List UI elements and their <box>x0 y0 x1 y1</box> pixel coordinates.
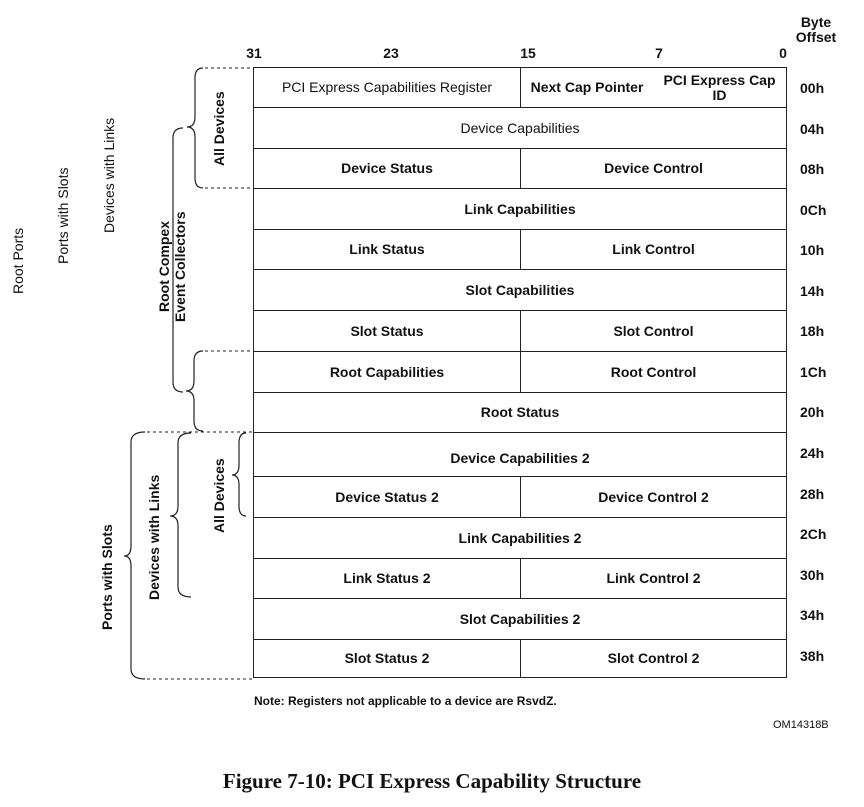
offset-38h: 38h <box>800 648 825 664</box>
register-row-08h: Device Status Device Control <box>254 149 786 189</box>
figure-id: OM14318B <box>773 719 829 731</box>
link-control-cell: Link Control <box>520 230 786 269</box>
device-status-cell: Device Status <box>341 160 433 176</box>
brace-devices-with-links <box>169 432 192 598</box>
root-capabilities-cell: Root Capabilities <box>329 363 445 380</box>
link-control-2-cell: Link Control 2 <box>520 559 786 598</box>
device-status-2-cell: Device Status 2 <box>335 488 439 505</box>
device-capabilities-2-cell: Device Capabilities 2 <box>450 450 590 466</box>
link-capabilities-2-cell: Link Capabilities 2 <box>458 529 582 546</box>
root-control-cell: Root Control <box>520 352 786 392</box>
register-row-10h: Link Status Link Control <box>254 230 786 270</box>
brace-ports-with-slots <box>123 431 146 680</box>
root-status-cell: Root Status <box>480 404 560 420</box>
slot-capabilities-2-cell: Slot Capabilities 2 <box>459 610 581 627</box>
offset-1ch: 1Ch <box>800 364 827 380</box>
offset-2ch: 2Ch <box>800 526 827 542</box>
figure-caption: Figure 7-10: PCI Express Capability Stru… <box>222 769 642 793</box>
device-capabilities-cell: Device Capabilities <box>460 119 580 136</box>
link-status-cell: Link Status <box>349 241 425 257</box>
note-text: Note: Registers not applicable to a devi… <box>254 694 557 708</box>
label-devices-with-links-2: Devices with Links <box>146 474 162 600</box>
register-table: PCI Express Capabilities Register Next C… <box>253 67 787 678</box>
bit-label-23: 23 <box>383 45 399 61</box>
bit-label-7: 7 <box>655 45 663 61</box>
pcie-cap-id-cell: PCI Express Cap ID <box>663 71 776 103</box>
bit-label-15: 15 <box>520 45 536 61</box>
register-row-30h: Link Status 2 Link Control 2 <box>254 559 786 599</box>
label-rcec-line1: Root Compex <box>156 221 172 312</box>
register-row-1ch: Root Capabilities Root Control <box>254 352 786 393</box>
register-row-0ch: Link Capabilities <box>254 189 786 230</box>
pcie-capabilities-register-cell: PCI Express Capabilities Register <box>281 79 493 95</box>
next-cap-pointer-cell: Next Cap Pointer <box>520 68 653 107</box>
link-capabilities-cell: Link Capabilities <box>464 200 576 217</box>
label-all-devices: All Devices <box>211 91 227 166</box>
label-ports-with-slots-2: Ports with Slots <box>99 524 115 630</box>
offset-34h: 34h <box>800 607 825 623</box>
label-devices-with-links: Devices with Links <box>101 117 117 233</box>
byte-offset-header-line2: Offset <box>795 29 837 45</box>
label-rcec-line2: Event Collectors <box>172 211 188 322</box>
slot-control-cell: Slot Control <box>520 311 786 351</box>
offset-30h: 30h <box>800 567 825 583</box>
offset-08h: 08h <box>800 161 825 177</box>
register-row-28h: Device Status 2 Device Control 2 <box>254 477 786 518</box>
slot-status-cell: Slot Status <box>350 322 424 339</box>
offset-18h: 18h <box>800 323 825 339</box>
brace-root-ports <box>185 350 204 432</box>
register-row-2ch: Link Capabilities 2 <box>254 518 786 559</box>
brace-all-devices-2 <box>231 432 247 517</box>
slot-control-2-cell: Slot Control 2 <box>520 640 786 677</box>
brace-rcec <box>172 127 184 393</box>
register-row-14h: Slot Capabilities <box>254 270 786 311</box>
register-row-18h: Slot Status Slot Control <box>254 311 786 352</box>
offset-28h: 28h <box>800 486 825 502</box>
offset-00h: 00h <box>800 80 825 96</box>
byte-offset-header-line1: Byte <box>800 14 832 30</box>
bit-label-0: 0 <box>779 45 787 61</box>
offset-24h: 24h <box>800 445 825 461</box>
offset-04h: 04h <box>800 121 825 137</box>
label-root-ports: Root Ports <box>10 227 26 294</box>
bit-label-31: 31 <box>246 45 262 61</box>
register-row-20h: Root Status <box>254 393 786 433</box>
offset-14h: 14h <box>800 283 825 299</box>
register-row-34h: Slot Capabilities 2 <box>254 599 786 640</box>
label-all-devices-2: All Devices <box>211 458 227 533</box>
offset-10h: 10h <box>800 242 825 258</box>
register-row-24h: Device Capabilities 2 <box>254 433 786 477</box>
device-control-2-cell: Device Control 2 <box>520 477 786 517</box>
label-ports-with-slots: Ports with Slots <box>55 167 71 264</box>
brace-all-devices <box>186 67 204 189</box>
device-control-cell: Device Control <box>520 149 786 188</box>
slot-capabilities-cell: Slot Capabilities <box>465 281 575 298</box>
offset-0ch: 0Ch <box>800 202 827 218</box>
byte-offset-header: Byte Offset <box>794 15 838 45</box>
register-row-38h: Slot Status 2 Slot Control 2 <box>254 640 786 677</box>
register-row-00h: PCI Express Capabilities Register Next C… <box>254 68 786 108</box>
register-row-04h: Device Capabilities <box>254 108 786 149</box>
slot-status-2-cell: Slot Status 2 <box>344 650 430 666</box>
link-status-2-cell: Link Status 2 <box>343 570 431 586</box>
offset-20h: 20h <box>800 404 825 420</box>
